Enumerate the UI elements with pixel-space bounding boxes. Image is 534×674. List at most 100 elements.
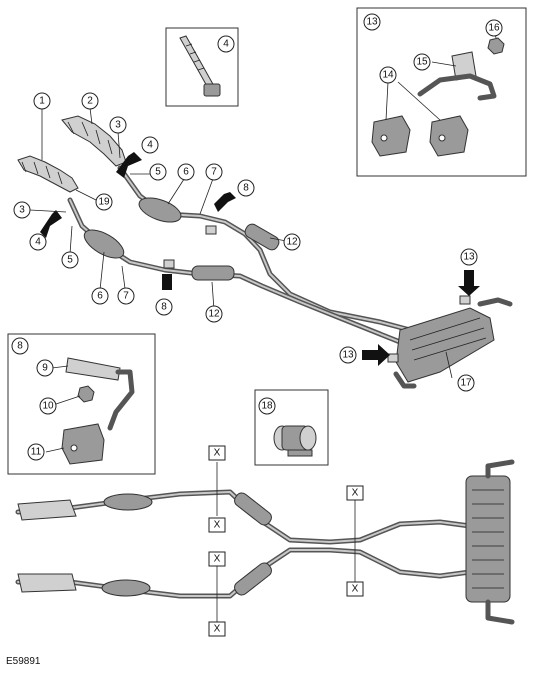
callout-15: 15 (413, 53, 431, 71)
assembled-upper-catalytic-converter (103, 493, 153, 511)
callout-13-detail: 13 (363, 13, 381, 31)
callout-7-lower: 7 (117, 287, 135, 305)
svg-text:14: 14 (382, 70, 394, 81)
callout-4-lower: 4 (29, 233, 47, 251)
rear-hanger-nut (487, 37, 505, 55)
callout-12-lower: 12 (205, 305, 223, 323)
clamp-bolts (287, 449, 313, 457)
rear-muffler-hanger-upper (459, 295, 471, 305)
svg-text:18: 18 (261, 401, 273, 412)
callout-8-lower: 8 (155, 298, 173, 316)
svg-text:9: 9 (42, 363, 48, 374)
assembled-upper-manifold (17, 499, 77, 521)
rear-muffler (393, 297, 513, 389)
callout-3-upper: 3 (109, 116, 127, 134)
assembled-rear-muffler (465, 475, 511, 603)
svg-text:5: 5 (67, 255, 73, 266)
callout-12-upper: 12 (283, 233, 301, 251)
lower-intermediate-muffler (191, 265, 235, 281)
arrow-4-lower (40, 210, 62, 238)
section-marker-x-5: X (346, 581, 364, 597)
section-marker-x-4: X (208, 551, 226, 567)
svg-text:15: 15 (416, 57, 428, 68)
svg-text:5: 5 (155, 167, 161, 178)
svg-text:8: 8 (243, 183, 249, 194)
rear-muffler-hanger-lower (387, 353, 399, 363)
rear-hanger (163, 259, 175, 269)
svg-text:11: 11 (31, 447, 42, 458)
assembled-lower-muffler (234, 562, 272, 596)
front-hanger-bracket (65, 357, 121, 381)
rear-insulator-right (429, 115, 469, 157)
arrow-4-upper (116, 152, 142, 178)
svg-text:10: 10 (42, 401, 54, 412)
assembled-upper-muffler (234, 492, 272, 526)
callout-13-upper: 13 (460, 248, 478, 266)
callout-1: 1 (33, 92, 51, 110)
callout-19: 19 (95, 193, 113, 211)
assembled-lower-manifold (17, 573, 77, 593)
exploded-view (17, 107, 513, 389)
svg-text:2: 2 (87, 96, 93, 107)
svg-text:X: X (352, 488, 359, 499)
svg-text:X: X (214, 448, 221, 459)
lower-catalytic-converter (83, 229, 125, 259)
svg-text:X: X (214, 554, 221, 565)
svg-text:12: 12 (286, 237, 298, 248)
svg-text:17: 17 (460, 378, 472, 389)
arrow-13-upper (458, 270, 480, 296)
svg-text:3: 3 (115, 120, 121, 131)
svg-text:19: 19 (98, 197, 110, 208)
section-marker-x-3: X (346, 485, 364, 501)
callout-3-lower: 3 (13, 201, 31, 219)
callout-8-detail: 8 (11, 337, 29, 355)
svg-text:16: 16 (488, 23, 500, 34)
svg-text:6: 6 (183, 167, 189, 178)
callout-4-upper: 4 (141, 136, 159, 154)
left-exhaust-manifold (17, 155, 79, 193)
assembled-lower-catalytic-converter (101, 579, 151, 597)
svg-text:12: 12 (208, 309, 220, 320)
callout-16: 16 (485, 19, 503, 37)
callout-14: 14 (379, 66, 397, 84)
callout-5-upper: 5 (149, 163, 167, 181)
figure-id: E59891 (6, 656, 41, 667)
rear-insulator-left (371, 115, 411, 157)
svg-text:6: 6 (97, 291, 103, 302)
callout-9: 9 (36, 359, 54, 377)
arrow-8-upper (214, 192, 236, 212)
detail-panel-rear-hanger (356, 7, 527, 177)
upper-intermediate-muffler (244, 223, 280, 251)
svg-text:1: 1 (39, 96, 45, 107)
callout-6-upper: 6 (177, 163, 195, 181)
upper-catalytic-converter (138, 197, 182, 223)
detail-panel-bolt (165, 27, 239, 107)
bolt-nut (203, 83, 221, 97)
svg-text:X: X (352, 584, 359, 595)
section-marker-x-2: X (208, 517, 226, 533)
svg-text:13: 13 (342, 350, 354, 361)
section-marker-x-6: X (208, 621, 226, 637)
callout-13-lower: 13 (339, 346, 357, 364)
svg-text:7: 7 (123, 291, 129, 302)
callout-7-upper: 7 (205, 163, 223, 181)
front-hanger (205, 225, 217, 235)
svg-text:13: 13 (366, 17, 378, 28)
callout-5-lower: 5 (61, 251, 79, 269)
arrow-8-lower (162, 274, 172, 290)
assembled-view (15, 459, 515, 625)
callout-10: 10 (39, 397, 57, 415)
arrow-13-lower (362, 344, 390, 366)
callout-4-detail: 4 (217, 35, 235, 53)
section-marker-x-1: X (208, 445, 226, 461)
svg-text:8: 8 (161, 302, 167, 313)
callout-8-upper: 8 (237, 179, 255, 197)
svg-text:4: 4 (147, 140, 153, 151)
front-hanger-nut (77, 385, 95, 403)
svg-text:X: X (214, 520, 221, 531)
svg-text:8: 8 (17, 341, 23, 352)
svg-text:3: 3 (19, 205, 25, 216)
svg-text:X: X (214, 624, 221, 635)
front-insulator (61, 423, 105, 465)
